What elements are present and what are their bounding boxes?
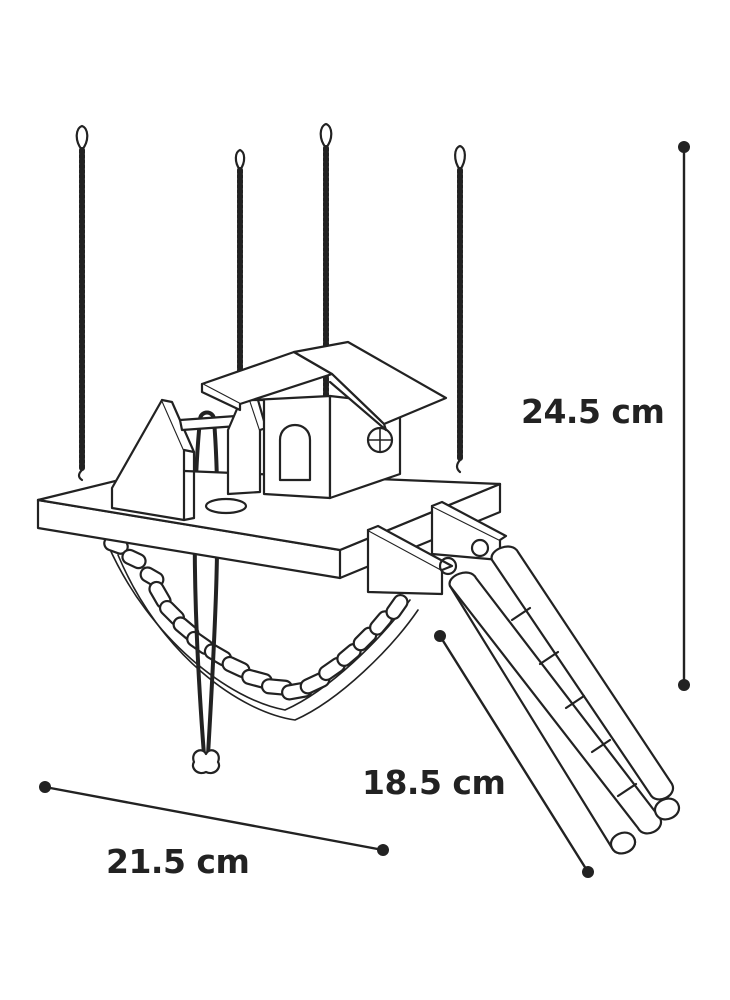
height-dimension-label: 24.5 cm <box>521 392 665 431</box>
wedge-block-front <box>366 524 454 596</box>
chain-2 <box>234 148 246 375</box>
house <box>200 340 448 500</box>
platform-hole <box>204 497 248 515</box>
hook <box>234 148 246 172</box>
triangle-wall-left <box>110 398 196 522</box>
roof-right <box>292 340 448 426</box>
hook <box>319 122 333 150</box>
hook <box>454 144 466 172</box>
rope-knot <box>191 749 221 775</box>
chain-4 <box>454 144 466 474</box>
wedge-block-back <box>430 500 508 562</box>
chain-1 <box>75 124 89 482</box>
dimension-line-depth <box>434 630 594 878</box>
dimension-line-height <box>678 141 690 691</box>
dimension-line-width <box>39 781 389 856</box>
house-door <box>278 424 312 482</box>
hook <box>75 124 89 152</box>
ladder <box>438 538 681 855</box>
width-dimension-label: 21.5 cm <box>106 842 250 881</box>
depth-dimension-label: 18.5 cm <box>362 763 506 802</box>
hanging-rope <box>191 410 221 775</box>
